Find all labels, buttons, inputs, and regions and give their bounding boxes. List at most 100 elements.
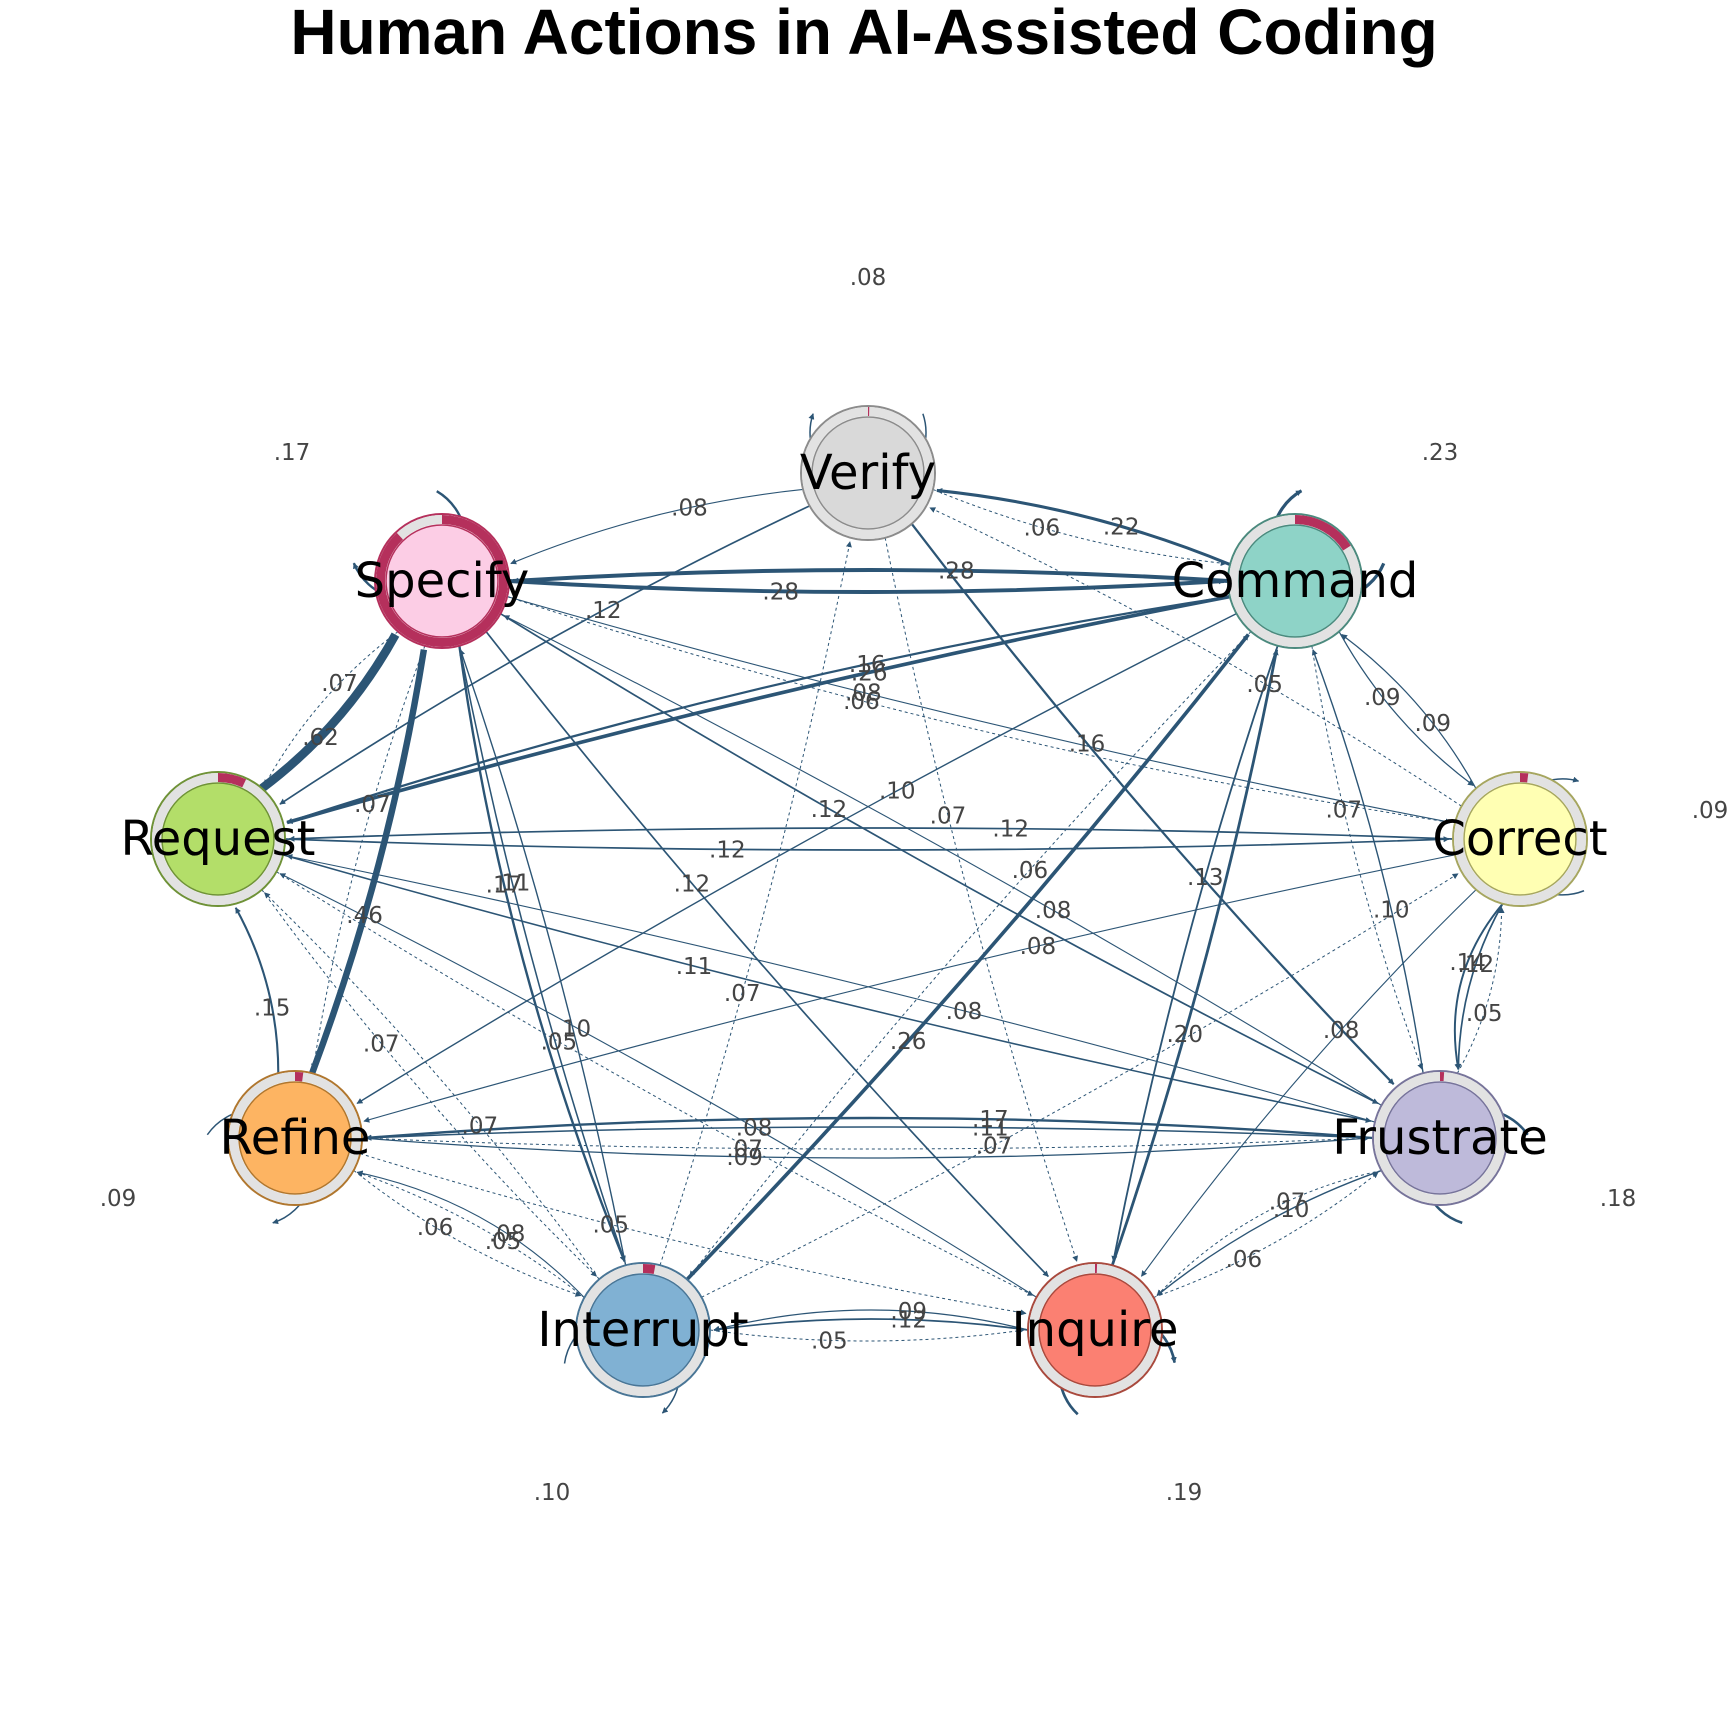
edge-weight-label: .46 (346, 903, 383, 929)
node-fill (161, 782, 275, 896)
node-verify[interactable]: Verify (800, 405, 936, 541)
edge-weight-label: .08 (946, 999, 983, 1025)
self-loop-label: .19 (1166, 1480, 1203, 1506)
edge-weight-label: .06 (1226, 1247, 1263, 1273)
edge-frustrate-to-inquire (1156, 1169, 1382, 1297)
edge-weight-label: .12 (709, 837, 746, 863)
edge-weight-label: .16 (1069, 731, 1106, 757)
edge-weight-label: .10 (1273, 1197, 1310, 1223)
edge-verify-to-request (279, 505, 810, 805)
edge-weight-label: .09 (1414, 711, 1451, 737)
edge-verify-to-inquire (884, 537, 1078, 1262)
edge-inquire-to-request (279, 873, 1037, 1298)
edge-correct-to-verify (929, 507, 1462, 807)
edge-command-to-inquire (1111, 645, 1279, 1262)
edge-weight-label: .13 (1187, 865, 1224, 891)
edge-weight-label: .08 (489, 1222, 526, 1248)
edge-weight-label: .06 (417, 1215, 454, 1241)
edge-weight-label: .07 (321, 671, 358, 697)
edge-interrupt-to-specify (459, 649, 627, 1266)
node-label: Request (121, 811, 316, 867)
edge-weight-label: .20 (1166, 1022, 1203, 1048)
edge-interrupt-to-refine (356, 1170, 585, 1299)
edge-interrupt-to-command (685, 633, 1250, 1281)
node-frustrate[interactable]: Frustrate (1332, 1070, 1548, 1206)
edge-weight-label: .05 (1466, 1001, 1503, 1027)
edge-refine-to-interrupt (353, 1169, 582, 1297)
edge-inquire-to-interrupt (713, 1318, 1029, 1333)
node-label: Verify (800, 445, 936, 501)
edge-weight-label: .11 (494, 870, 531, 896)
edge-weight-label: .07 (462, 1114, 499, 1140)
node-fill (238, 1081, 352, 1195)
edge-specify-to-frustrate (500, 612, 1379, 1105)
edge-weight-label: .15 (254, 996, 291, 1022)
edge-refine-to-request (234, 907, 280, 1074)
node-refine[interactable]: Refine (220, 1070, 371, 1206)
edge-correct-to-inquire (1141, 889, 1477, 1277)
edge-correct-to-request (288, 827, 1454, 842)
edge-weight-label: .17 (486, 873, 523, 899)
edge-command-to-frustrate (1311, 645, 1424, 1070)
node-fill (1238, 524, 1352, 638)
edge-refine-to-specify (309, 649, 428, 1075)
edge-weight-label: .06 (1024, 516, 1061, 542)
node-label: Command (1172, 553, 1419, 609)
edge-frustrate-to-refine (365, 1126, 1374, 1141)
edge-weight-label: .06 (843, 689, 880, 715)
self-loop-label: .18 (1600, 1186, 1637, 1212)
edge-interrupt-to-correct (701, 873, 1459, 1298)
node-pie-arc (217, 773, 247, 788)
edge-specify-to-command (508, 578, 1225, 594)
edge-weight-label: .05 (592, 1212, 629, 1238)
node-pie-arc (1294, 515, 1351, 551)
edge-weight-label: .08 (671, 496, 708, 522)
edge-weight-label: .10 (555, 1017, 592, 1043)
edge-command-to-request (286, 595, 1231, 824)
edge-specify-to-correct (507, 596, 1452, 825)
edge-request-to-inquire (276, 871, 1034, 1296)
edge-weight-label: .09 (726, 1145, 763, 1171)
node-pie-arc (376, 515, 508, 647)
edge-refine-to-inquire (360, 1153, 1027, 1316)
edges-layer (234, 487, 1505, 1342)
edge-specify-to-request (264, 631, 399, 786)
edge-weight-label: .07 (363, 1031, 400, 1057)
edge-interrupt-to-verify (659, 541, 852, 1266)
node-request[interactable]: Request (121, 771, 316, 907)
node-label: Inquire (1011, 1302, 1178, 1358)
edge-correct-to-command (1341, 634, 1477, 789)
edge-correct-to-refine (363, 854, 1456, 1123)
edge-weight-label: .12 (890, 1308, 927, 1334)
edge-specify-to-interrupt (458, 645, 626, 1262)
diagram-title: Human Actions in AI-Assisted Coding (290, 0, 1438, 68)
node-specify[interactable]: Specify (355, 513, 530, 649)
node-command[interactable]: Command (1172, 513, 1419, 649)
node-pie-arc (642, 1264, 656, 1275)
edge-weight-label: .09 (1364, 685, 1401, 711)
edge-weight-label: .12 (1458, 952, 1495, 978)
node-fill (385, 524, 499, 638)
edge-weight-label: .28 (762, 579, 799, 605)
node-correct[interactable]: Correct (1432, 771, 1608, 907)
edge-weight-label: .12 (585, 598, 622, 624)
edge-weight-label: .05 (541, 1030, 578, 1056)
edge-weight-label: .11 (676, 954, 713, 980)
edge-inquire-to-interrupt (713, 1309, 1029, 1332)
node-inquire[interactable]: Inquire (1011, 1262, 1179, 1398)
edge-request-to-frustrate (282, 854, 1372, 1123)
edge-specify-to-interrupt (458, 645, 626, 1262)
edge-command-to-specify (512, 568, 1229, 584)
edge-frustrate-to-request (286, 854, 1376, 1123)
edge-weight-label: .06 (1012, 858, 1049, 884)
node-label: Refine (220, 1110, 371, 1166)
edge-command-to-interrupt (689, 631, 1252, 1277)
self-loop-label: .10 (534, 1480, 571, 1506)
edge-weight-label: .12 (811, 797, 848, 823)
node-label: Correct (1432, 811, 1607, 867)
edge-interrupt-to-refine (356, 1171, 585, 1299)
edge-weight-label: .07 (976, 1133, 1013, 1159)
edge-weight-label: .17 (972, 1107, 1009, 1133)
node-interrupt[interactable]: Interrupt (537, 1262, 749, 1398)
